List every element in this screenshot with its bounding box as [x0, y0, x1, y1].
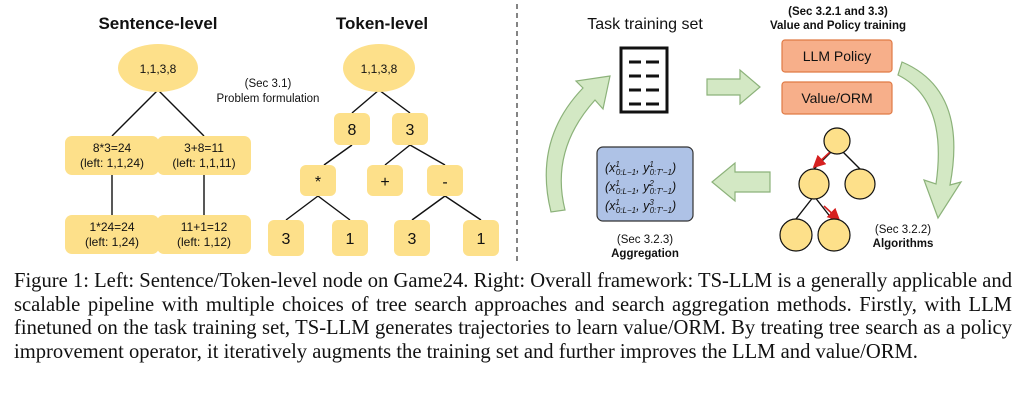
llm-policy-label: LLM Policy [803, 48, 871, 64]
tree-node [823, 127, 851, 155]
left-arrow-icon [711, 161, 771, 203]
token-node-times-label: * [315, 174, 321, 191]
sentence-mid-left-node [65, 136, 159, 175]
sec322-ref: (Sec 3.2.2) [875, 224, 931, 236]
token-leaf-4-label: 1 [477, 231, 486, 248]
red-arrow-icon-2 [823, 205, 841, 222]
llm-policy-box [781, 39, 893, 73]
token-leaf-4 [463, 220, 499, 256]
figure-1: Sentence-level 1,1,3,8 8*3=24 (left: 1,1… [65, 4, 963, 262]
token-leaf-1-label: 3 [282, 231, 291, 248]
token-leaf-3 [394, 220, 430, 256]
sentence-mid-right-node [157, 136, 251, 175]
token-node-3-label: 3 [406, 122, 415, 139]
sentence-root-node [118, 44, 198, 92]
token-node-times [300, 165, 336, 196]
token-node-minus-label: - [442, 174, 447, 191]
sentence-mid-right-line1: 3+8=11 [184, 141, 224, 155]
sentence-leaf-right-line2: (left: 1,12) [177, 235, 231, 249]
figure-caption: Figure 1: Left: Sentence/Token-level nod… [14, 270, 1012, 363]
curved-arrow-left-icon [545, 75, 611, 213]
sentence-root-label: 1,1,3,8 [140, 62, 177, 76]
token-node-8 [334, 113, 370, 145]
token-leaf-1 [268, 220, 304, 256]
token-node-8-label: 8 [348, 122, 357, 139]
token-node-minus [427, 165, 463, 196]
sec323-ref: (Sec 3.2.3) [617, 234, 673, 246]
sentence-leaf-left-node [65, 215, 159, 254]
token-tree-edges [285, 89, 482, 221]
sentence-leaf-right-node [157, 215, 251, 254]
sentence-leaf-left-line2: (left: 1,24) [85, 235, 139, 249]
token-node-3 [392, 113, 428, 145]
tree-node [817, 218, 851, 252]
red-arrow-icon [812, 151, 831, 169]
token-node-plus [367, 165, 403, 196]
sentence-tree-edges [111, 89, 205, 215]
right-arrow-icon [706, 68, 761, 106]
value-orm-box [781, 81, 893, 115]
task-training-set-title: Task training set [587, 16, 703, 33]
token-root-node [343, 44, 415, 92]
sec322-label: Algorithms [873, 238, 934, 250]
token-leaf-2 [332, 220, 368, 256]
sec323-label: Aggregation [611, 248, 679, 260]
sec31-label: Problem formulation [217, 93, 320, 105]
tree-node [844, 168, 876, 200]
sec321-label: Value and Policy training [770, 20, 906, 32]
value-orm-label: Value/ORM [801, 90, 872, 106]
token-leaf-2-label: 1 [346, 231, 355, 248]
sentence-mid-left-line1: 8*3=24 [93, 141, 132, 155]
sentence-leaf-right-line1: 11+1=12 [181, 220, 228, 234]
token-root-label: 1,1,3,8 [361, 62, 398, 76]
sec31-ref: (Sec 3.1) [245, 78, 292, 90]
document-icon [619, 46, 669, 114]
token-leaf-3-label: 3 [408, 231, 417, 248]
token-node-plus-label: + [380, 174, 389, 191]
sec321-ref: (Sec 3.2.1 and 3.3) [788, 6, 888, 18]
aggregation-box [596, 146, 694, 222]
sentence-level-title: Sentence-level [98, 14, 217, 33]
sentence-leaf-left-line1: 1*24=24 [89, 220, 134, 234]
token-level-title: Token-level [336, 14, 428, 33]
tree-node [779, 218, 813, 252]
tree-node [798, 168, 830, 200]
sentence-mid-left-line2: (left: 1,1,24) [80, 156, 144, 170]
curved-arrow-right-icon [897, 61, 963, 220]
sentence-mid-right-line2: (left: 1,1,11) [172, 156, 235, 170]
